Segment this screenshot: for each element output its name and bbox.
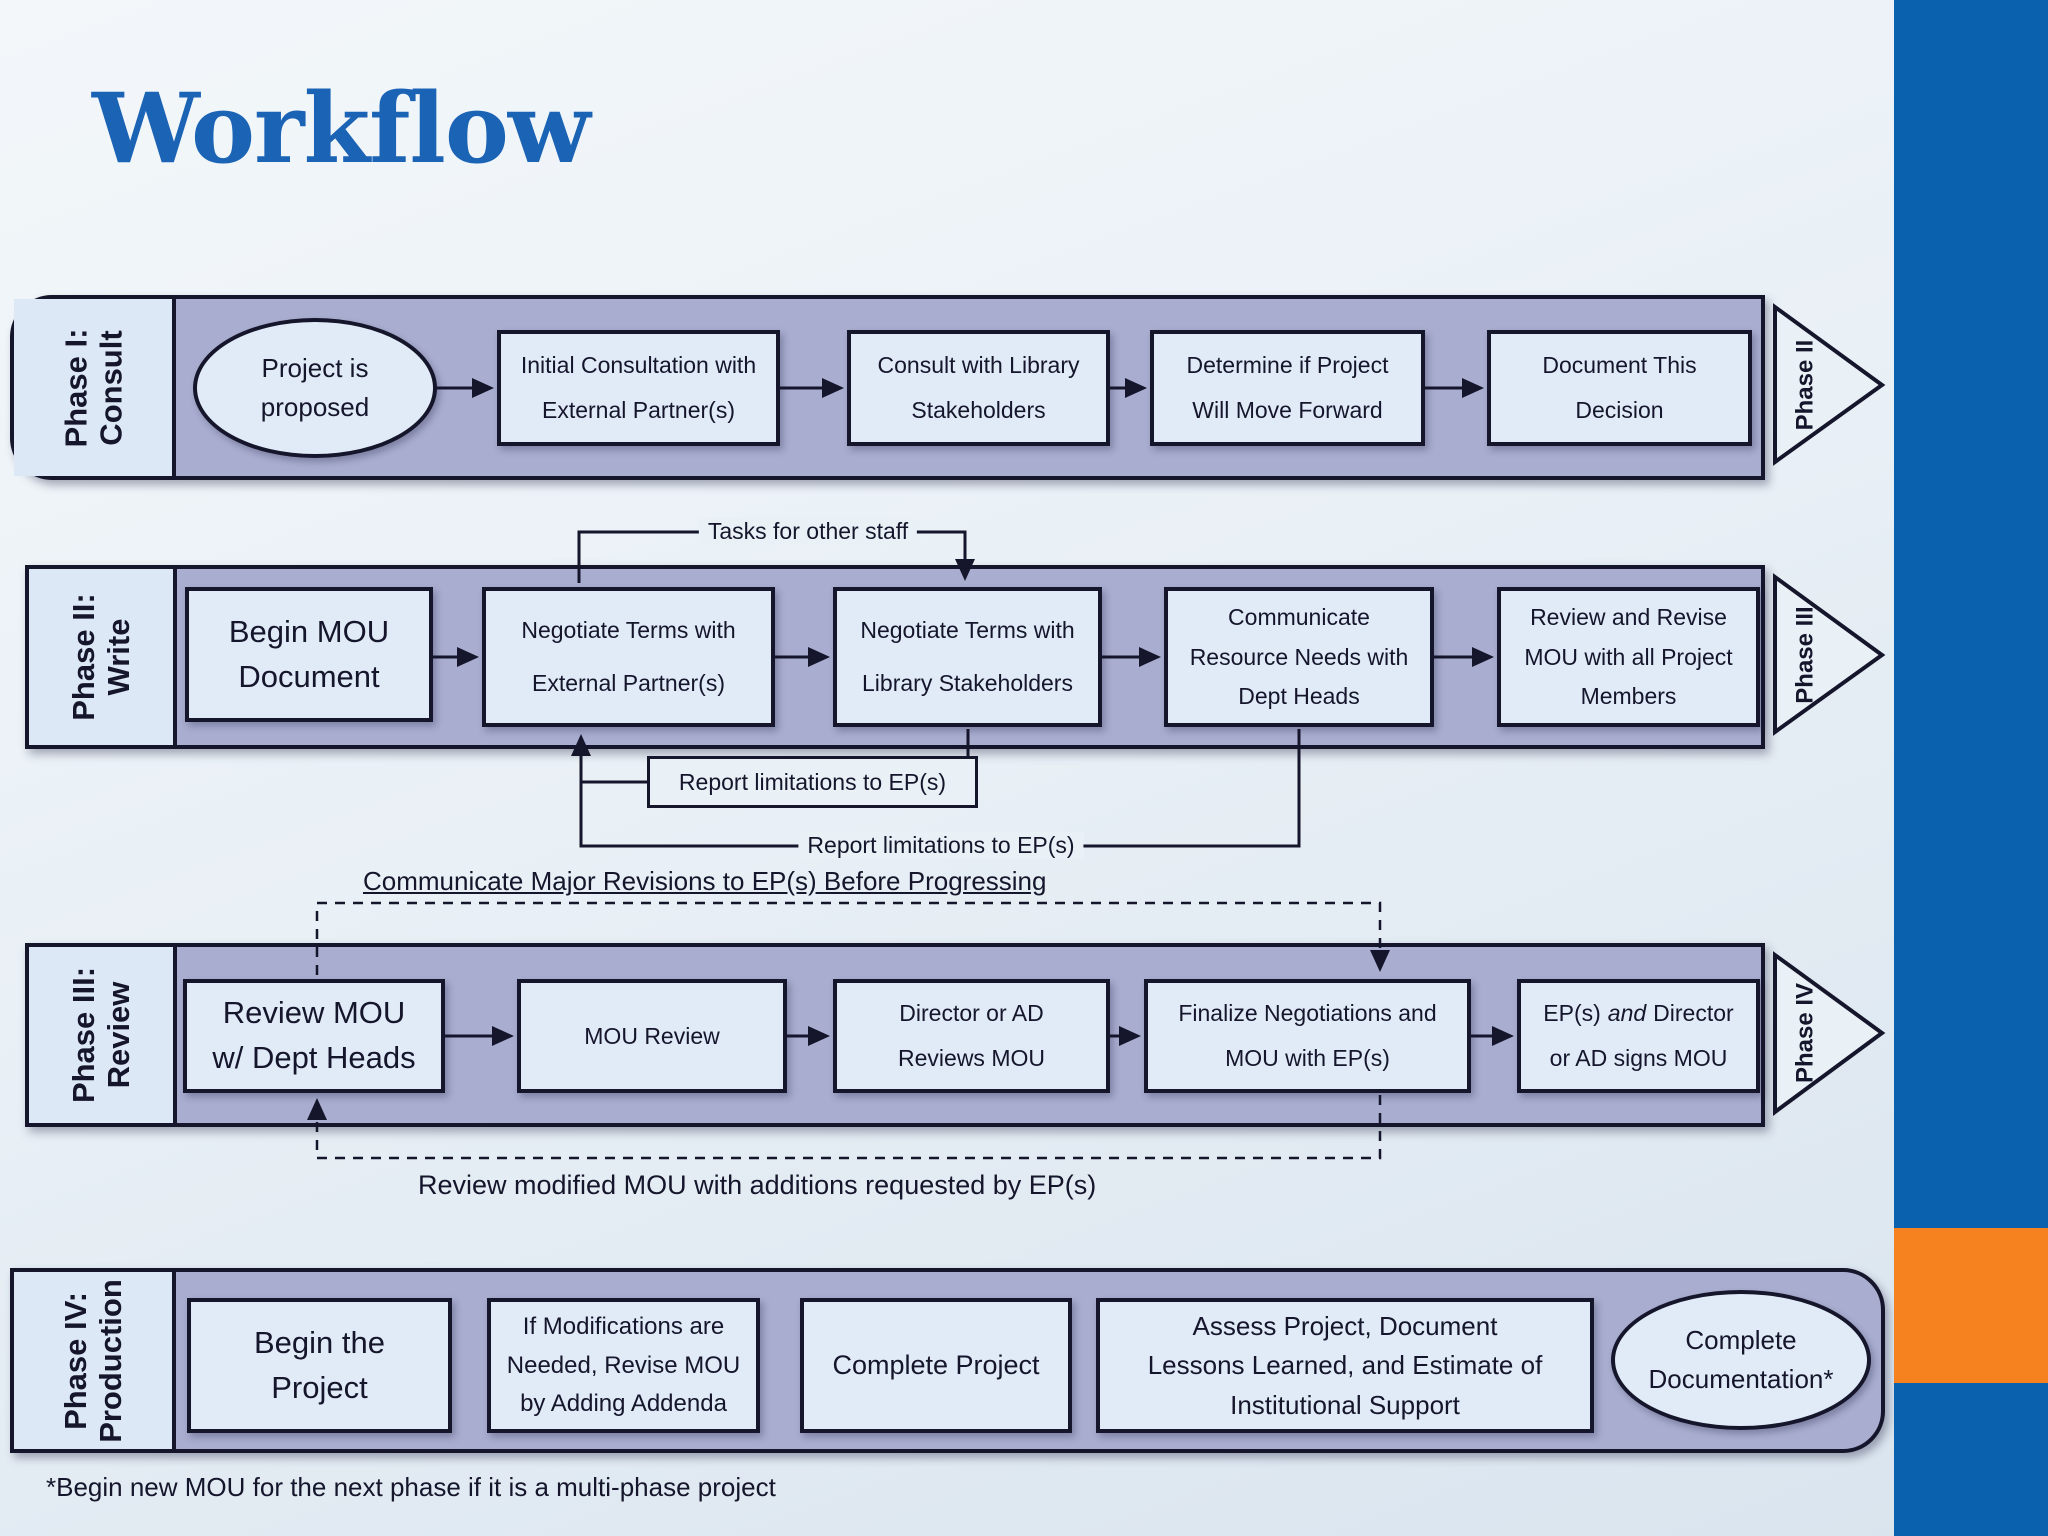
node-communicate-resource-needs: Communicate Resource Needs with Dept Hea…	[1164, 587, 1434, 727]
node-consult-library-stakeholders: Consult with Library Stakeholders	[847, 330, 1110, 446]
node-complete-documentation: Complete Documentation*	[1611, 1290, 1871, 1430]
node-project-proposed: Project is proposed	[193, 318, 437, 458]
phase-3-transition-label: Phase III	[1791, 606, 1818, 703]
review-modified-mou-label: Review modified MOU with additions reque…	[418, 1170, 1097, 1200]
phase-1-label: Phase I: Consult	[14, 299, 176, 476]
sidebar-blue-top	[1894, 0, 2048, 1228]
node-determine-if-project-moves-forward: Determine if Project Will Move Forward	[1150, 330, 1425, 446]
phase-3-label: Phase III: Review	[29, 947, 177, 1123]
node-negotiate-terms-library: Negotiate Terms with Library Stakeholder…	[833, 587, 1102, 727]
report-limitations-line-label: Report limitations to EP(s)	[798, 832, 1084, 859]
phase-3-transition-triangle: Phase III	[1773, 573, 1886, 736]
report-limitations-boxed-label: Report limitations to EP(s)	[647, 756, 978, 808]
report-boxed-return	[571, 734, 647, 784]
node-mou-review: MOU Review	[517, 979, 787, 1093]
tasks-for-other-staff-label: Tasks for other staff	[698, 518, 918, 545]
footnote: *Begin new MOU for the next phase if it …	[46, 1472, 776, 1502]
node-finalize-negotiations: Finalize Negotiations and MOU with EP(s)	[1144, 979, 1471, 1093]
communicate-major-revisions-label: Communicate Major Revisions to EP(s) Bef…	[363, 866, 1047, 896]
phase-4-transition-label: Phase IV	[1791, 983, 1818, 1083]
phase-3-dashed-connectors	[307, 901, 1390, 1160]
node-review-mou-dept-heads: Review MOU w/ Dept Heads	[183, 979, 445, 1093]
page-title: Workflow	[92, 72, 591, 185]
node-director-reviews-mou: Director or AD Reviews MOU	[833, 979, 1110, 1093]
review-modified-mou-connector	[307, 1095, 1382, 1160]
node-begin-mou-document: Begin MOU Document	[185, 587, 433, 722]
phase-2-label: Phase II: Write	[29, 569, 177, 745]
communicate-major-revisions-connector	[315, 901, 1390, 975]
node-begin-the-project: Begin the Project	[187, 1298, 452, 1433]
node-complete-project: Complete Project	[800, 1298, 1072, 1433]
sidebar-orange-block	[1894, 1228, 2048, 1383]
phase-2-transition-label: Phase II	[1791, 340, 1818, 431]
node-assess-project: Assess Project, Document Lessons Learned…	[1096, 1298, 1594, 1433]
phase-4-label: Phase IV: Production	[14, 1272, 176, 1449]
node-revise-mou-addenda: If Modifications are Needed, Revise MOU …	[487, 1298, 760, 1433]
node-document-this-decision: Document This Decision	[1487, 330, 1752, 446]
phase-4-transition-triangle: Phase IV	[1773, 951, 1886, 1116]
phase-2-transition-triangle: Phase II	[1773, 303, 1886, 466]
node-initial-consultation: Initial Consultation with External Partn…	[497, 330, 780, 446]
node-review-revise-mou: Review and Revise MOU with all Project M…	[1497, 587, 1760, 727]
node-negotiate-terms-external: Negotiate Terms with External Partner(s)	[482, 587, 775, 727]
sidebar-blue-bottom	[1894, 1383, 2048, 1536]
